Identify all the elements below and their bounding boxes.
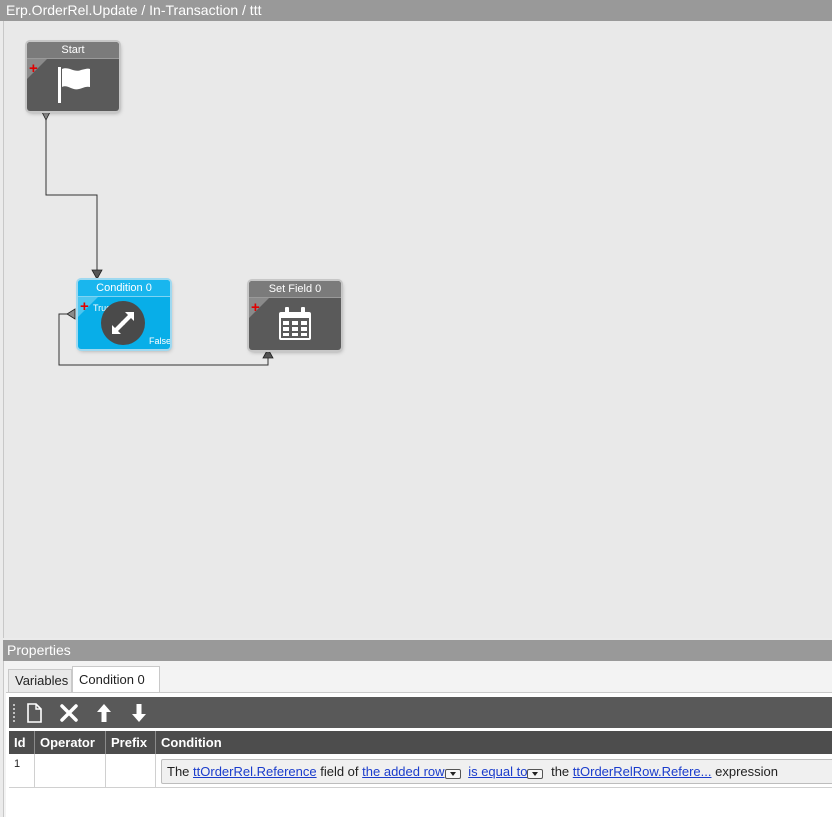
add-action-icon[interactable]: + (29, 60, 38, 77)
workflow-node-start[interactable]: Start + (27, 42, 119, 111)
add-action-icon[interactable]: + (80, 298, 89, 315)
add-action-icon[interactable]: + (251, 299, 260, 316)
false-port-label: False (149, 336, 170, 346)
node-title: Start (27, 42, 119, 59)
row-selector-dropdown-icon[interactable] (444, 769, 461, 779)
condition-text-expression: expression (715, 764, 778, 779)
calendar-icon (279, 307, 311, 340)
column-header-condition[interactable]: Condition (161, 735, 222, 750)
grid-toolbar (9, 697, 832, 728)
node-title: Condition 0 (78, 280, 170, 297)
designer-title-bar: Erp.OrderRel.Update / In-Transaction / t… (0, 0, 832, 21)
tab-condition-0[interactable]: Condition 0 (72, 666, 160, 693)
condition-expression: The ttOrderRel.Reference field of the ad… (161, 759, 832, 784)
node-title: Set Field 0 (249, 281, 341, 298)
breadcrumb-path: Erp.OrderRel.Update / In-Transaction / t… (6, 2, 262, 18)
table-row[interactable]: 1 The ttOrderRel.Reference field of the … (9, 754, 832, 788)
cell-condition: The ttOrderRel.Reference field of the ad… (156, 754, 832, 788)
column-header-prefix[interactable]: Prefix (106, 731, 156, 754)
move-down-icon[interactable] (126, 700, 152, 726)
comparison-operator-link[interactable]: is equal to (468, 764, 528, 779)
comparison-operator-dropdown-icon[interactable] (527, 769, 544, 779)
delete-icon[interactable] (56, 700, 82, 726)
properties-panel: Variables Condition 0 Id Operator Prefix (3, 661, 832, 817)
node-corner (27, 59, 47, 79)
column-header-id[interactable]: Id (9, 731, 35, 754)
tab-variables[interactable]: Variables (8, 669, 72, 693)
workflow-node-set-field[interactable]: Set Field 0 + (249, 281, 341, 350)
node-corner (78, 297, 98, 317)
properties-header: Properties (3, 640, 832, 661)
node-corner (249, 298, 269, 318)
expression-value-link[interactable]: ttOrderRelRow.Refere... (572, 764, 712, 779)
new-icon[interactable] (21, 700, 47, 726)
grid-header: Id Operator Prefix Condition (9, 731, 832, 754)
cell-id: 1 (9, 754, 35, 788)
cell-prefix[interactable] (106, 754, 156, 788)
condition-text-the-2: the (551, 764, 570, 779)
flag-icon (58, 67, 90, 103)
column-header-operator[interactable]: Operator (35, 731, 106, 754)
condition-editor: Id Operator Prefix Condition 1 The ttOrd… (6, 692, 832, 817)
condition-text-field-of: field of (320, 764, 359, 779)
field-link[interactable]: ttOrderRel.Reference (193, 764, 317, 779)
properties-title: Properties (7, 642, 71, 658)
move-up-icon[interactable] (91, 700, 117, 726)
cell-operator[interactable] (35, 754, 106, 788)
true-port-label: True (93, 303, 112, 313)
toolbar-grip[interactable] (13, 704, 16, 722)
row-selector-link[interactable]: the added row (362, 764, 445, 779)
condition-arrows-icon (101, 301, 145, 345)
workflow-node-condition[interactable]: Condition 0 + True False (78, 280, 170, 349)
condition-text-the: The (167, 764, 190, 779)
